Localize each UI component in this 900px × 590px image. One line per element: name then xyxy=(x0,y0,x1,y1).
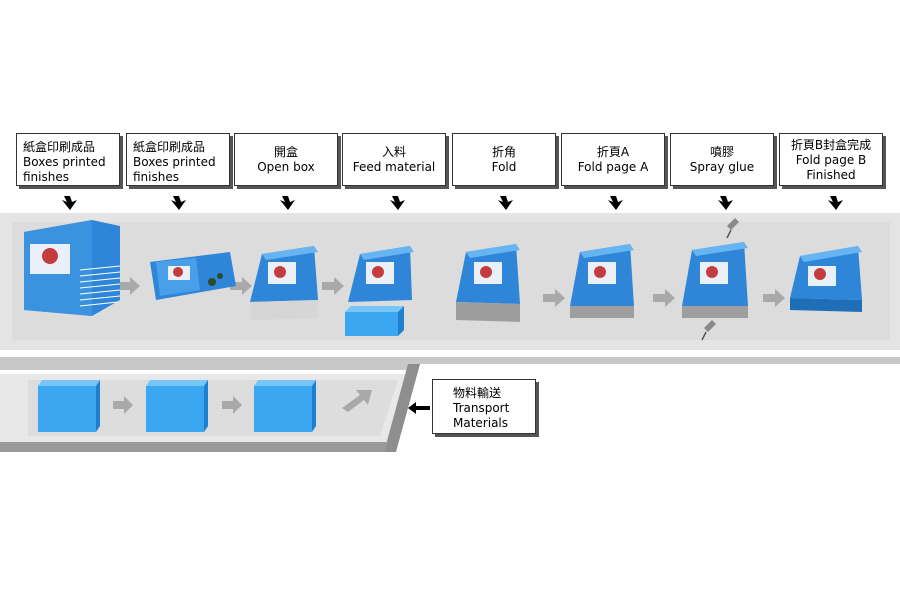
label-en: Finished xyxy=(806,168,856,182)
transport-arrow xyxy=(408,402,430,414)
label-cn: 折角 xyxy=(491,145,516,159)
spray-nozzle-bottom xyxy=(701,320,716,341)
label-en: finishes xyxy=(133,170,179,184)
label-cn: 紙盒印刷成品 xyxy=(23,140,96,154)
label-en: Spray glue xyxy=(689,160,755,174)
diagonal-rail xyxy=(384,364,420,452)
label-en: Materials xyxy=(453,416,509,430)
down-arrow xyxy=(62,196,77,210)
material-block xyxy=(254,380,316,432)
flow-arrow xyxy=(118,277,140,295)
label-en: finishes xyxy=(23,170,69,184)
flow-arrow xyxy=(230,277,252,295)
station-label-3: 開盒 Open box xyxy=(234,133,338,186)
box-station-3 xyxy=(250,246,318,320)
down-arrow xyxy=(171,196,186,210)
station-label-7: 噴膠 Spray glue xyxy=(670,133,774,186)
station-label-4: 入料 Feed material xyxy=(342,133,446,186)
box-station-5 xyxy=(456,244,520,322)
label-cn: 開盒 xyxy=(273,145,298,159)
down-arrow xyxy=(498,196,513,210)
lower-bottom-rail xyxy=(0,442,388,452)
label-en: Fold page B xyxy=(795,153,867,167)
flow-arrow xyxy=(653,289,675,307)
down-arrow xyxy=(280,196,295,210)
station-label-6: 折頁A Fold page A xyxy=(561,133,665,186)
label-cn: 入料 xyxy=(381,145,406,159)
label-cn: 紙盒印刷成品 xyxy=(133,140,206,154)
down-arrow xyxy=(828,196,843,210)
label-cn: 噴膠 xyxy=(709,145,734,159)
label-en: Fold page A xyxy=(577,160,649,174)
label-en: Transport xyxy=(453,401,510,415)
flow-arrows-upper xyxy=(118,277,785,307)
down-arrows xyxy=(62,196,843,210)
material-block xyxy=(146,380,208,432)
label-cn: 折頁B封盒完成 xyxy=(790,138,872,152)
spray-nozzle-top xyxy=(726,218,739,239)
down-arrow xyxy=(718,196,733,210)
box-station-4 xyxy=(348,246,414,302)
flow-arrow xyxy=(113,396,133,414)
box-station-7 xyxy=(682,242,748,318)
flow-arrow xyxy=(543,289,565,307)
label-en: Fold xyxy=(491,160,517,174)
feed-material-block xyxy=(345,306,404,336)
label-en: Boxes printed xyxy=(23,155,106,169)
station-label-1: 紙盒印刷成品 Boxes printed finishes xyxy=(16,133,120,186)
unfolded-box xyxy=(150,252,236,300)
label-en: Feed material xyxy=(352,160,436,174)
flow-arrow xyxy=(763,289,785,307)
station-label-8: 折頁B封盒完成 Fold page B Finished xyxy=(779,133,883,186)
down-arrow xyxy=(608,196,623,210)
transport-materials-label: 物料輸送 Transport Materials xyxy=(432,379,536,434)
flow-arrows-lower xyxy=(113,390,372,414)
finished-box xyxy=(790,246,862,312)
label-en: Boxes printed xyxy=(133,155,216,169)
down-arrow xyxy=(390,196,405,210)
material-blocks xyxy=(38,380,316,432)
label-en: Open box xyxy=(257,160,315,174)
upper-conveyor-shade xyxy=(12,222,890,340)
label-cn: 折頁A xyxy=(596,145,630,159)
label-cn: 物料輸送 xyxy=(453,386,502,400)
material-block xyxy=(38,380,100,432)
flow-arrow xyxy=(322,277,344,295)
box-station-6 xyxy=(570,244,634,318)
flow-arrow xyxy=(342,390,372,412)
station-label-2: 紙盒印刷成品 Boxes printed finishes xyxy=(126,133,230,186)
station-label-5: 折角 Fold xyxy=(452,133,556,186)
printed-box-stack xyxy=(24,220,121,316)
flow-arrow xyxy=(222,396,242,414)
divider-rail xyxy=(0,357,900,370)
